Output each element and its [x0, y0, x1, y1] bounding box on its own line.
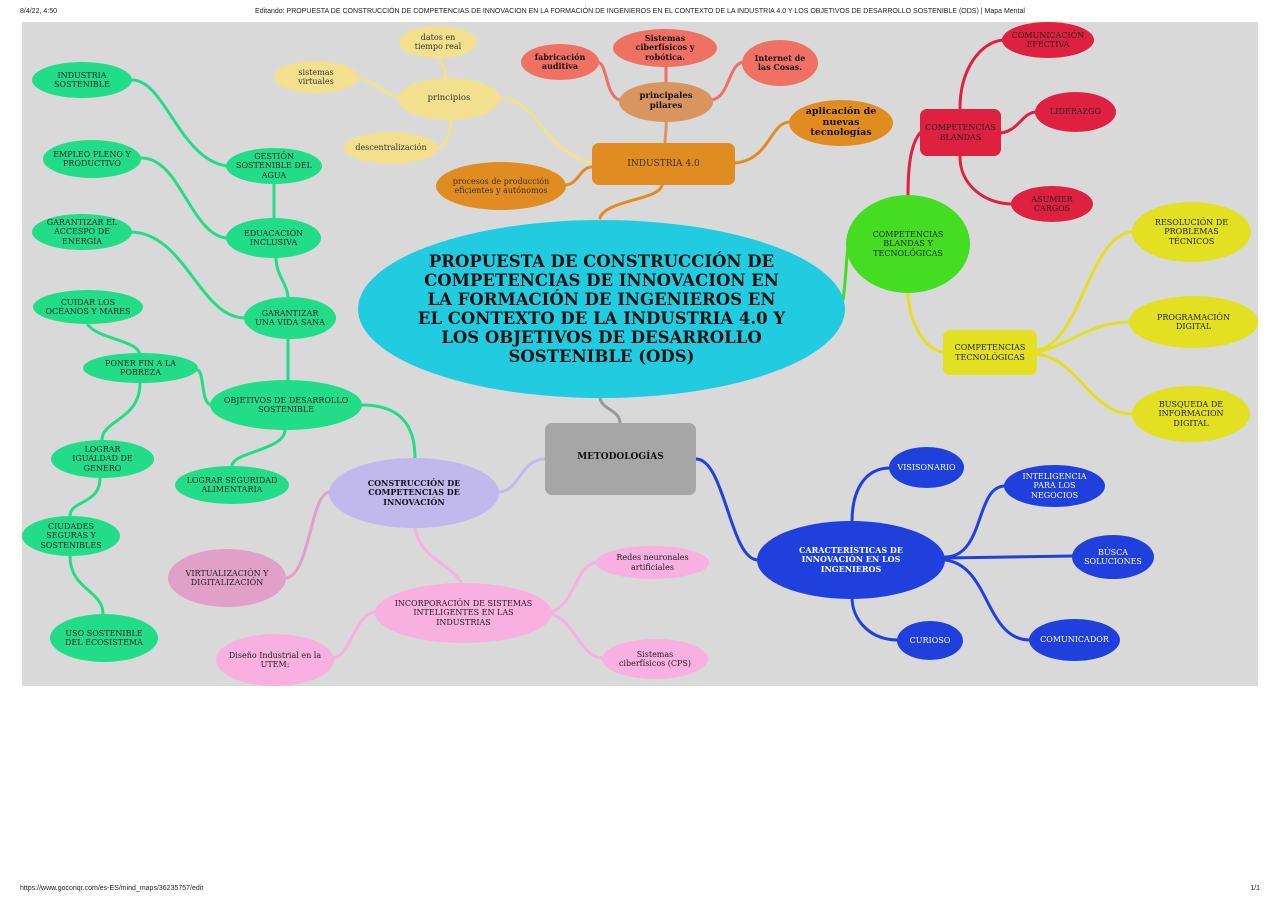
- link-ciudades-uso: [68, 554, 105, 616]
- link-vidasana-educacion: [274, 256, 290, 300]
- link-educacion-empleo: [138, 156, 229, 240]
- link-industria-procesos: [563, 165, 594, 187]
- inteligencia-negocios-node[interactable]: INTELIGENCIA PARA LOS NEGOCIOS: [1004, 465, 1105, 507]
- competencias-tecnologicas-node[interactable]: COMPETENCIAS TECNOLÓGICAS: [943, 330, 1037, 375]
- incorporacion-sistemas-node[interactable]: INCORPORACIÓN DE SISTEMAS INTELIGENTES E…: [375, 583, 552, 643]
- competencias-blandas-tecnologicas-node[interactable]: COMPETENCIAS BLANDAS Y TECNOLÓGICAS: [846, 195, 970, 293]
- link-pilares-fabricacion: [596, 60, 622, 102]
- link-tec-resolucion: [1035, 230, 1135, 352]
- objetivos-desarrollo-sostenible-node[interactable]: OBJETIVOS DE DESARROLLO SOSTENIBLE: [210, 380, 362, 430]
- aplicacion-tecnologias-node[interactable]: aplicación de nuevas tecnologías: [789, 100, 893, 146]
- visisonario-node[interactable]: VISISONARIO: [889, 447, 964, 488]
- link-blandas-asumir: [958, 155, 1014, 206]
- print-header: 8/4/22, 4:50 Editando: PROPUESTA DE CONS…: [0, 8, 1280, 20]
- link-ods-alimentaria: [230, 428, 287, 468]
- principios-node[interactable]: principios: [398, 78, 500, 120]
- link-tec-busqueda: [1035, 352, 1135, 416]
- cuidar-oceanos-node[interactable]: CUIDAR LOS OCÉANOS Y MARES: [33, 290, 143, 324]
- central-topic-node[interactable]: PROPUESTA DE CONSTRUCCIÓN DE COMPETENCIA…: [358, 220, 845, 398]
- gestion-agua-node[interactable]: GESTIÓN SOSTENIBLE DEL AGUA: [226, 148, 322, 184]
- print-page-number: 1/1: [1250, 885, 1260, 892]
- comunicador-node[interactable]: COMUNICADOR: [1029, 619, 1120, 661]
- descentralizacion-node[interactable]: descentralización: [344, 132, 438, 164]
- uso-ecosistema-node[interactable]: USO SOSTENIBLE DEL ECOSISTEMA: [50, 614, 158, 662]
- programacion-digital-node[interactable]: PROGRAMACIÓN DIGITAL: [1129, 296, 1258, 348]
- print-footer: https://www.goconqr.com/es-ES/mind_maps/…: [0, 885, 1280, 897]
- link-igualdad-ciudades: [68, 476, 102, 518]
- educacion-inclusiva-node[interactable]: EDUACACIÓN INCLUSIVA: [226, 218, 321, 258]
- metodologias-node[interactable]: METODOLOGÍAS: [545, 423, 696, 495]
- link-industria-pilares: [663, 119, 668, 145]
- liderazgo-node[interactable]: LIDERAZGO: [1035, 92, 1116, 132]
- sistemas-ciberfisicos-robotica-node[interactable]: Sistemas ciberfísicos y robótica.: [613, 29, 717, 67]
- link-comp-blandas: [906, 131, 922, 197]
- diseno-industrial-node[interactable]: Diseño Industrial en la UTEM:: [216, 634, 334, 686]
- link-blandas-comunicacion: [958, 38, 1005, 110]
- busqueda-informacion-node[interactable]: BUSQUEDA DE INFORMACION DIGITAL: [1132, 386, 1250, 442]
- link-central-ods: [360, 403, 417, 460]
- link-caract-visisonario: [850, 466, 892, 524]
- link-pilares-internet: [710, 60, 745, 102]
- comunicacion-efectiva-node[interactable]: COMUNICACIÓN EFECTIVA: [1002, 22, 1094, 58]
- construccion-competencias-node[interactable]: CONSTRUCCIÓN DE COMPETENCIAS DE INNOVACI…: [329, 458, 499, 528]
- datos-tiempo-real-node[interactable]: datos en tiempo real: [399, 26, 477, 58]
- link-metodo-construccion: [496, 457, 547, 494]
- link-caract-curioso: [850, 595, 900, 642]
- fabricacion-auditiva-node[interactable]: fabricación auditiva: [521, 44, 599, 80]
- industria-40-node[interactable]: INDUSTRIA 4.0: [592, 143, 735, 185]
- caracteristicas-innovacion-node[interactable]: CARACTERÍSTICAS DE INNOVACIÓN EN LOS ING…: [757, 521, 945, 599]
- garantizar-vida-sana-node[interactable]: GARANTIZAR UNA VIDA SANA: [244, 297, 336, 339]
- sistemas-cps-node[interactable]: Sistemas ciberfísicos (CPS): [602, 639, 708, 679]
- resolucion-problemas-node[interactable]: RESOLUCIÓN DE PROBLEMAS TÉCNICOS: [1132, 202, 1251, 262]
- link-pobreza-oceanos: [86, 323, 142, 358]
- print-title: Editando: PROPUESTA DE CONSTRUCCIÓN DE C…: [255, 8, 1025, 15]
- competencias-blandas-node[interactable]: COMPETENCIAS BLANDAS: [920, 109, 1001, 156]
- link-agua-industria: [130, 78, 229, 168]
- link-vidasana-energia: [128, 230, 247, 320]
- sistemas-virtuales-node[interactable]: sistemas virtuales: [274, 61, 358, 93]
- internet-cosas-node[interactable]: Internet de las Cosas.: [742, 40, 818, 86]
- asumir-cargos-node[interactable]: ASUMIER CARGOS: [1011, 186, 1093, 222]
- empleo-pleno-node[interactable]: EMPLEO PLENO Y PRODUCTIVO: [43, 140, 141, 178]
- link-central-metodologias: [598, 396, 622, 425]
- garantizar-energia-node[interactable]: GARANTIZAR EL ACCESPO DE ENERGÍA: [32, 214, 132, 250]
- print-date: 8/4/22, 4:50: [20, 8, 57, 15]
- link-principios-datos: [436, 53, 448, 82]
- curioso-node[interactable]: CURIOSO: [897, 621, 963, 660]
- link-central-industria: [598, 183, 664, 220]
- link-caract-inteligencia: [943, 484, 1007, 559]
- link-incorp-cps: [549, 612, 605, 660]
- link-principios-descentralizacion: [434, 116, 452, 150]
- redes-neuronales-node[interactable]: Redes neuronales artificiales: [596, 546, 709, 579]
- principales-pilares-node[interactable]: principales pilares: [619, 82, 713, 122]
- link-metodo-caracteristicas: [694, 457, 760, 562]
- igualdad-genero-node[interactable]: LOGRAR IGUALDAD DE GENERO: [51, 440, 154, 478]
- seguridad-alimentaria-node[interactable]: LOGRAR SEGURIDAD ALIMENTARIA: [175, 466, 289, 504]
- link-construccion-incorporacion: [413, 526, 464, 587]
- link-blandas-liderazgo: [999, 110, 1039, 135]
- link-comp-tecnologicas: [906, 290, 946, 354]
- poner-fin-pobreza-node[interactable]: PONER FIN A LA POBREZA: [83, 353, 198, 383]
- link-principios-sistemas: [353, 75, 402, 100]
- link-construccion-virtualizacion: [283, 490, 332, 580]
- ciudades-seguras-node[interactable]: CIUDADES SEGURAS Y SOSTENIBLES: [22, 516, 120, 556]
- link-pobreza-igualdad: [100, 381, 142, 442]
- procesos-produccion-node[interactable]: procesos de producción eficientes y autó…: [436, 162, 566, 210]
- link-caract-busca: [943, 554, 1075, 560]
- link-incorp-redes: [549, 560, 599, 614]
- link-tec-programacion: [1035, 320, 1132, 354]
- industria-sostenible-node[interactable]: INDUSTRIA SOSTENIBLE: [32, 62, 132, 98]
- link-industria-principios: [495, 96, 594, 165]
- print-url: https://www.goconqr.com/es-ES/mind_maps/…: [20, 885, 204, 892]
- link-caract-comunicador: [943, 558, 1032, 642]
- virtualizacion-digitalizacion-node[interactable]: VIRTUALIZACIÓN Y DIGITALIZACIÓN: [168, 549, 286, 607]
- link-ods-pobreza: [195, 368, 214, 407]
- link-incorp-diseno: [331, 610, 378, 660]
- busca-soluciones-node[interactable]: BÚSCA SOLUCIONES: [1072, 535, 1154, 579]
- link-industria-aplicacion: [733, 120, 792, 165]
